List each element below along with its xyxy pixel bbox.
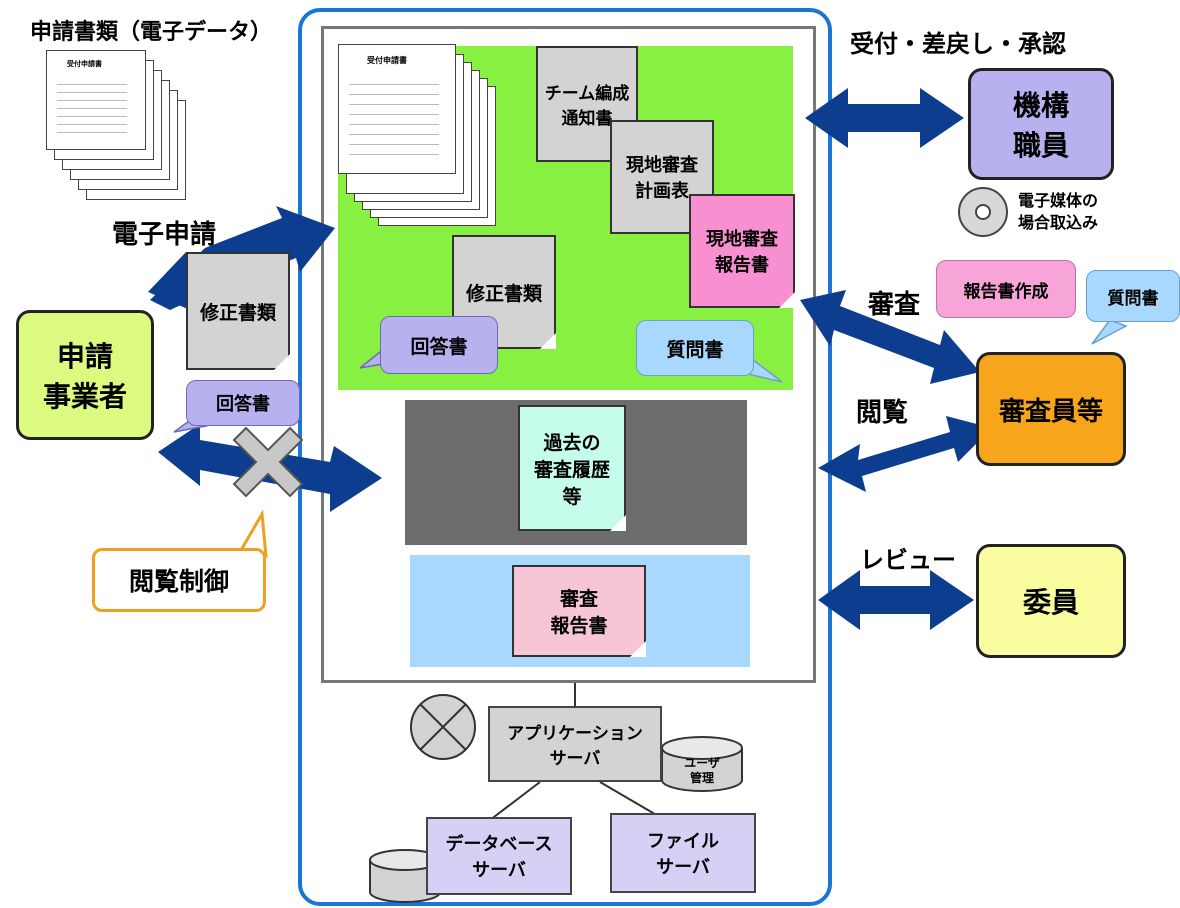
review-label: 審査 [868, 290, 921, 320]
e-application-label: 電子申請 [112, 220, 217, 250]
paper-doc-front: 受付申請書 [46, 50, 146, 150]
doc-title-small: 受付申請書 [67, 60, 102, 68]
green-question-bubble: 質問書 [636, 320, 754, 376]
arrow-staff [805, 88, 964, 148]
blocked-x-icon [232, 426, 304, 498]
media-note: 電子媒体の 場合取込み [1018, 191, 1099, 232]
user-mgmt-label: ユーザ 管理 [684, 756, 720, 785]
reviewer-box: 審査員等 [976, 352, 1126, 466]
site-report-doc: 現地審査 報告書 [689, 194, 795, 308]
review-katakana-label: レビュー [860, 546, 956, 574]
green-answer-bubble: 回答書 [380, 316, 498, 374]
arrow-committee [818, 570, 974, 630]
doc-lines [349, 75, 439, 155]
app-server-box: アプリケーション サーバ [488, 706, 662, 782]
reception-label: 受付・差戻し・承認 [850, 30, 1066, 58]
review-report-doc: 審査 報告書 [512, 565, 646, 657]
green-paper-doc-front: 受付申請書 [338, 44, 456, 174]
staff-box: 機構 職員 [968, 68, 1114, 180]
committee-box: 委員 [976, 544, 1126, 658]
applicant-box: 申請 事業者 [16, 310, 154, 440]
server-x-icon [410, 694, 476, 760]
user-db-icon [661, 736, 743, 792]
report-create-bubble: 報告書作成 [936, 260, 1076, 318]
access-control-bubble: 閲覧制御 [92, 548, 266, 612]
arrow-review [800, 290, 980, 384]
applicant-docs-title: 申請書類（電子データ） [30, 20, 273, 45]
arrow-browse [818, 416, 992, 492]
disc-icon [958, 187, 1008, 237]
browse-label: 閲覧 [856, 398, 909, 428]
file-server-box: ファイル サーバ [610, 813, 756, 893]
left-answer-bubble: 回答書 [186, 380, 300, 426]
doc-title-small: 受付申請書 [367, 56, 407, 65]
database-icon [369, 849, 441, 903]
left-correction-doc: 修正書類 [186, 252, 290, 370]
db-server-box: データベース サーバ [426, 817, 572, 895]
doc-lines [57, 77, 127, 137]
history-doc: 過去の 審査履歴 等 [518, 405, 626, 531]
question-bubble-right: 質問書 [1086, 270, 1180, 322]
